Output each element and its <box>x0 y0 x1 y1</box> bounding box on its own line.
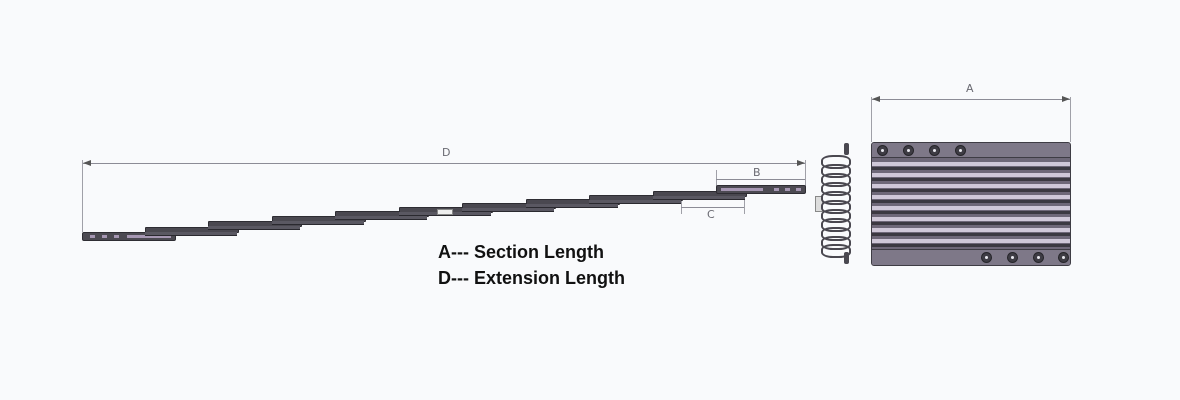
left-end-plate <box>82 232 176 241</box>
coil-bottom-bracket <box>844 252 849 264</box>
a-left-extension-line <box>871 97 872 142</box>
legend-line-d: D--- Extension Length <box>438 268 625 288</box>
segment-2-lower <box>208 226 300 230</box>
segment-7-lower <box>526 204 618 208</box>
slot <box>114 235 119 238</box>
segment-8-lower <box>589 200 681 204</box>
slot <box>796 188 801 191</box>
center-label-tag <box>437 209 453 215</box>
slot <box>785 188 790 191</box>
screw-icon <box>1033 252 1044 263</box>
d-arrow-right-icon <box>797 160 805 166</box>
c-dimension-line <box>681 207 744 208</box>
segment-3-lower <box>272 221 364 225</box>
slot <box>721 188 763 191</box>
b-left-extension-line <box>716 170 717 186</box>
right-end-plate <box>716 185 806 194</box>
screw-icon <box>929 145 940 156</box>
screw-icon <box>981 252 992 263</box>
legend-line-a: A--- Section Length <box>438 242 604 262</box>
d-left-extension-line <box>82 160 83 232</box>
screw-icon <box>903 145 914 156</box>
d-right-extension-line <box>805 160 806 192</box>
segment-6-lower <box>462 208 554 212</box>
screw-icon <box>1007 252 1018 263</box>
a-dimension-line <box>872 99 1070 100</box>
top-rail <box>872 143 1070 158</box>
segment-1-lower <box>145 232 237 236</box>
slot <box>90 235 95 238</box>
a-right-extension-line <box>1070 97 1071 142</box>
a-arrow-right-icon <box>1062 96 1070 102</box>
screw-icon <box>1058 252 1069 263</box>
slot <box>102 235 107 238</box>
screw-icon <box>877 145 888 156</box>
d-label: D <box>442 146 451 159</box>
segment-9-lower <box>653 196 745 200</box>
b-dimension-line <box>716 179 805 180</box>
slot <box>774 188 779 191</box>
segment-4-lower <box>335 216 427 220</box>
bottom-rail <box>872 249 1070 265</box>
a-arrow-left-icon <box>872 96 880 102</box>
c-label: C <box>707 208 715 221</box>
slot <box>127 235 171 238</box>
coil-top-bracket <box>844 143 849 155</box>
c-right-extension-line <box>744 198 745 214</box>
d-arrow-left-icon <box>83 160 91 166</box>
section-panel <box>871 142 1071 266</box>
d-dimension-line <box>83 163 805 164</box>
b-label: B <box>753 166 761 179</box>
c-left-extension-line <box>681 198 682 214</box>
screw-icon <box>955 145 966 156</box>
a-label: A <box>966 82 974 95</box>
